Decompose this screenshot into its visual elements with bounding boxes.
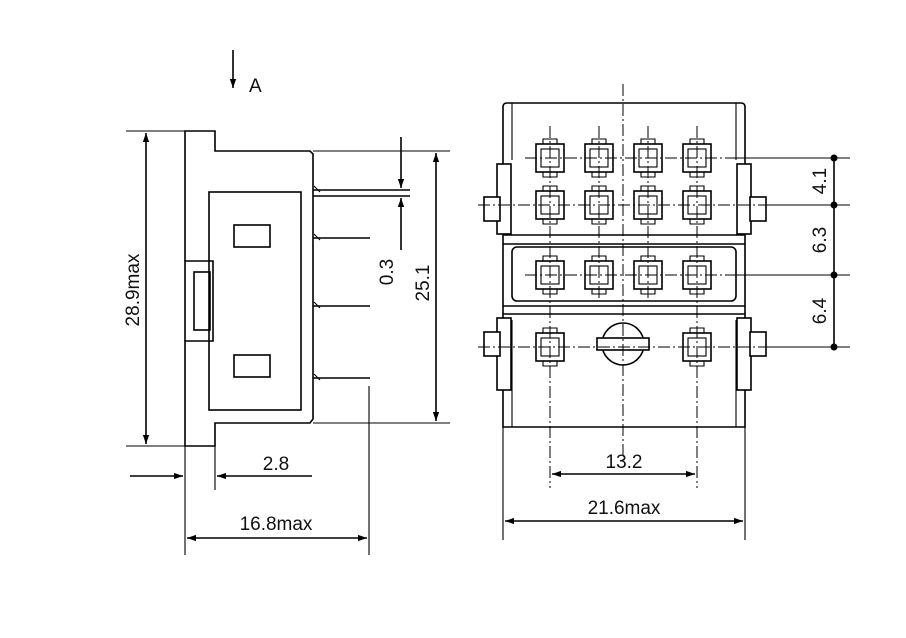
view-arrow-a: A [229,50,262,97]
dim-row-pitch-1: 4.1 [810,168,831,194]
dim-overall-height: 28.9max [123,253,144,326]
center-lines [478,84,770,488]
dim-body-height: 25.1 [413,265,434,302]
row-pitch-dimensions: 4.1 6.3 6.4 [725,154,850,351]
dim-overall-width: 21.6max [588,498,661,519]
upper-window [233,224,271,248]
side-view: 28.9max 25.1 0.3 2.8 16.8max [123,130,450,555]
top-view: 4.1 6.3 6.4 13.2 21.6max [478,84,850,540]
dim-pin-spacing: 13.2 [606,452,643,473]
side-latches [483,163,767,391]
side-pins [313,185,410,381]
dim-pin-offset: 0.3 [377,259,398,285]
dim-flange-depth: 2.8 [263,454,289,475]
dim-overall-depth: 16.8max [240,514,313,535]
dim-row-pitch-2: 6.3 [810,227,831,253]
view-label: A [249,76,262,97]
lower-window [233,354,271,378]
dim-row-pitch-3: 6.4 [810,297,831,324]
